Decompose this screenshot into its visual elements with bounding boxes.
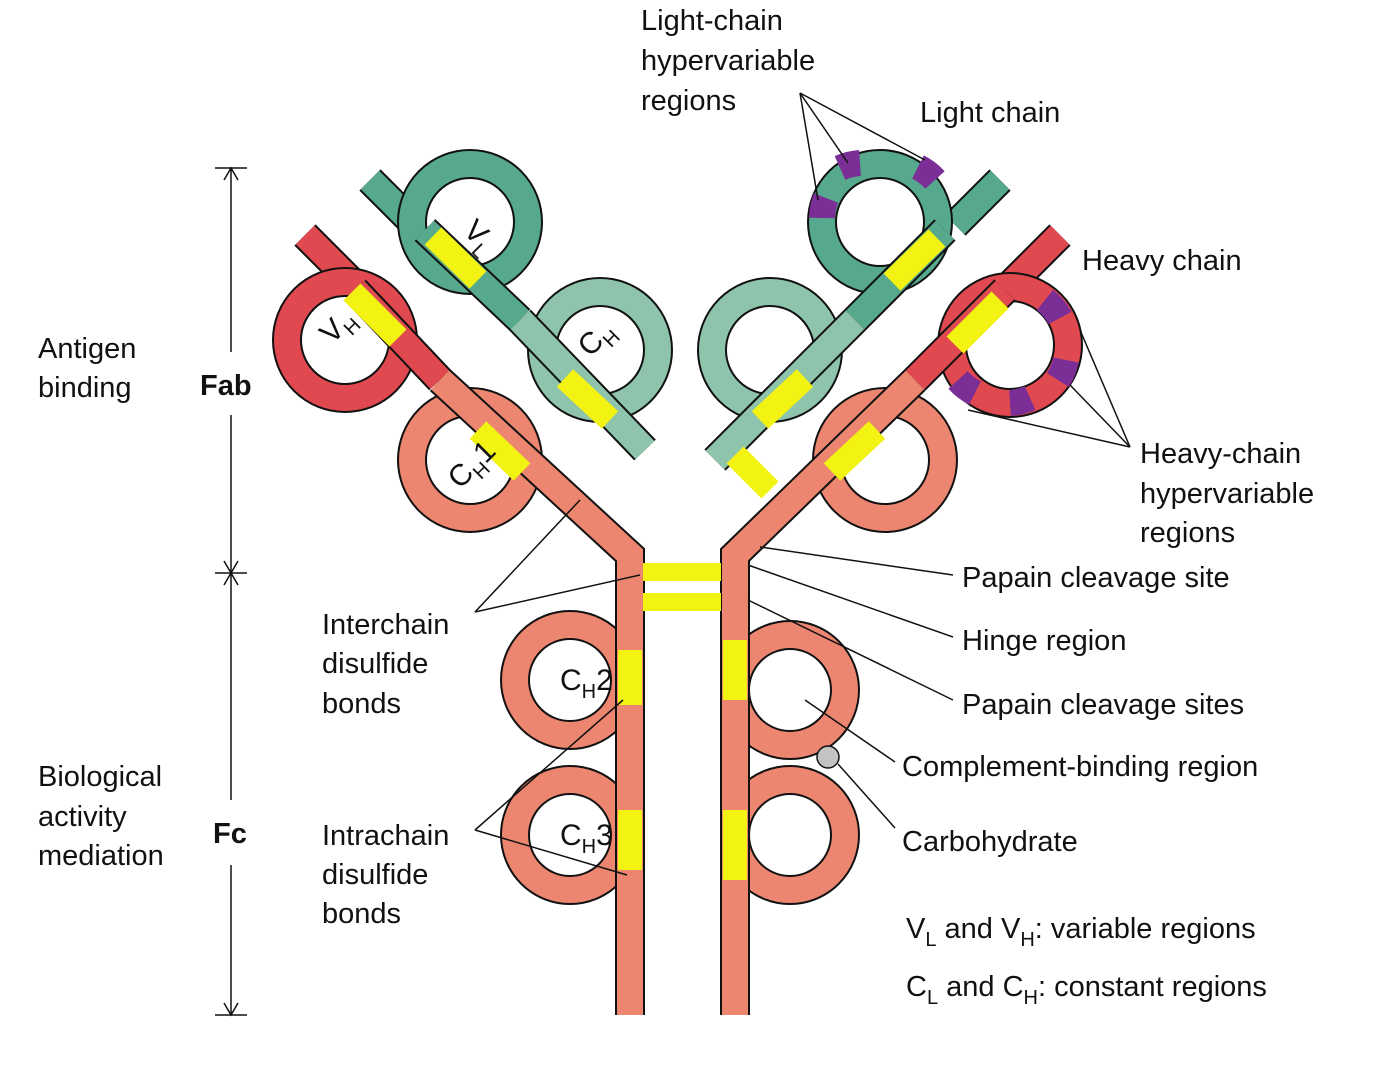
light-hypervariable-line-2: hypervariable	[641, 45, 815, 77]
carbohydrate-icon	[816, 745, 840, 769]
light-hypervariable-line-1: Light-chain	[641, 5, 783, 37]
interchain-line-1: Interchain	[322, 609, 449, 641]
heavy-hypervariable-line-1: Heavy-chain	[1140, 438, 1301, 470]
heavy-hypervariable-line-3: regions	[1140, 517, 1235, 549]
right-arm	[697, 149, 1083, 1015]
carbohydrate-label: Carbohydrate	[902, 826, 1078, 858]
intrachain-line-1: Intrachain	[322, 820, 449, 852]
fab-label: Fab	[200, 370, 252, 402]
intrachain-line-3: bonds	[322, 898, 401, 930]
interchain-bond-2	[643, 593, 721, 611]
left-light-chain	[359, 149, 673, 461]
domain-ch3: CH3	[560, 819, 613, 858]
interchain-line-3: bonds	[322, 688, 401, 720]
right-light-chain	[697, 149, 1011, 499]
hinge-label: Hinge region	[962, 625, 1126, 657]
domain-ch-light-arm: CH	[572, 314, 625, 367]
heavy-chain-label: Heavy chain	[1082, 245, 1242, 277]
antigen-binding-line-2: binding	[38, 372, 132, 404]
domain-ch2: CH2	[560, 664, 613, 703]
biological-activity-line-3: mediation	[38, 840, 164, 872]
complement-label: Complement-binding region	[902, 751, 1258, 783]
light-hypervariable-line-3: regions	[641, 85, 736, 117]
papain-site-label: Papain cleavage site	[962, 562, 1230, 594]
fc-label: Fc	[213, 818, 247, 850]
heavy-hypervariable-line-2: hypervariable	[1140, 478, 1314, 510]
intrachain-line-2: disulfide	[322, 859, 428, 891]
light-chain-label: Light chain	[920, 97, 1060, 129]
papain-sites-label: Papain cleavage sites	[962, 689, 1244, 721]
interchain-line-2: disulfide	[322, 648, 428, 680]
leader-lines	[474, 92, 1131, 876]
interchain-bond-1	[643, 563, 721, 581]
legend-constant: CL and CH: constant regions	[906, 971, 1267, 1009]
fc-region	[500, 563, 860, 1015]
region-brackets	[215, 166, 247, 1017]
biological-activity-line-2: activity	[38, 801, 127, 833]
biological-activity-line-1: Biological	[38, 761, 162, 793]
antigen-binding-line-1: Antigen	[38, 333, 136, 365]
legend-variable: VL and VH: variable regions	[906, 913, 1256, 951]
